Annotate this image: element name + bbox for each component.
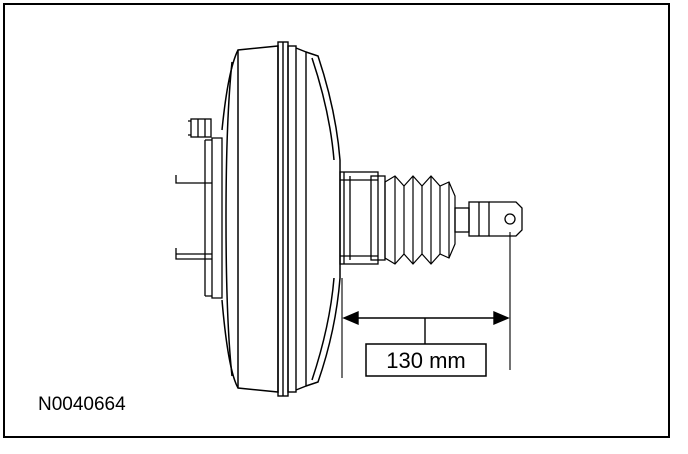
dimension-line bbox=[342, 310, 510, 344]
push-rod bbox=[454, 201, 523, 237]
rubber-boot bbox=[384, 175, 456, 265]
vacuum-fitting bbox=[188, 118, 212, 138]
dimension-label-box bbox=[365, 343, 487, 377]
rear-housing bbox=[204, 137, 223, 299]
dimension-extensions bbox=[341, 232, 511, 378]
booster-front-shell bbox=[305, 51, 341, 387]
crimp-ring bbox=[277, 41, 307, 397]
booster-hub bbox=[339, 171, 386, 265]
dimension-label: 130 mm bbox=[386, 348, 465, 373]
mounting-studs bbox=[175, 175, 212, 260]
figure-border bbox=[3, 3, 670, 438]
figure-code: N0040664 bbox=[38, 394, 126, 415]
booster-rear-shell bbox=[221, 45, 279, 393]
